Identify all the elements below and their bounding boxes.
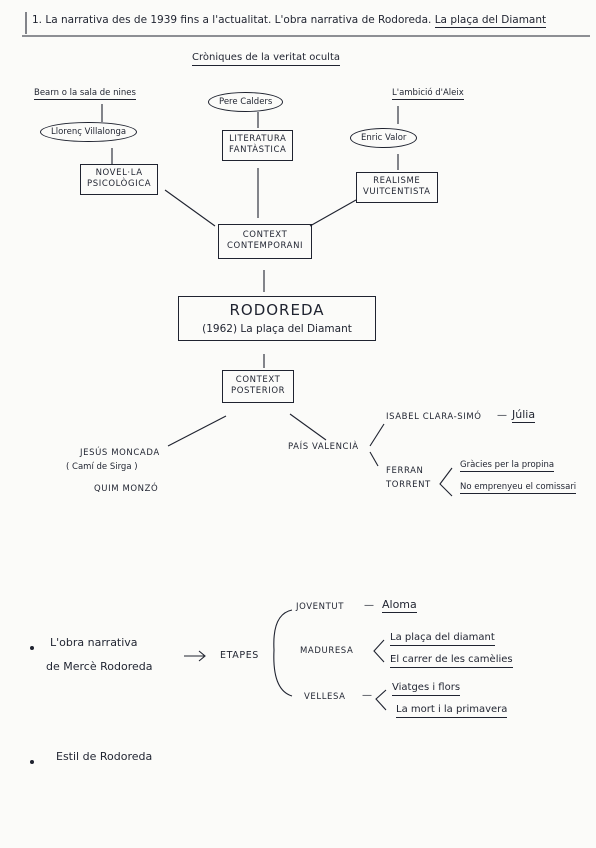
rodoreda-name: RODOREDA bbox=[229, 301, 325, 319]
work-viatges-flors: Viatges i flors bbox=[392, 682, 461, 696]
bullet-estil bbox=[30, 760, 34, 764]
center-box-line2: FANTÀSTICA bbox=[229, 145, 287, 156]
right-box-line2: VUITCENTISTA bbox=[363, 187, 431, 198]
work-julia: Júlia bbox=[512, 408, 536, 424]
map-heading: Cròniques de la veritat oculta bbox=[192, 52, 340, 66]
author-moncada: JESÚS MONCADA bbox=[80, 448, 160, 458]
left-box-line2: PSICOLÒGICA bbox=[87, 179, 152, 190]
rodoreda-box: RODOREDA (1962) La plaça del Diamant bbox=[178, 296, 376, 341]
line-left-3 bbox=[164, 189, 216, 227]
maduresa-brace bbox=[373, 639, 385, 663]
left-label: Bearn o la sala de nines bbox=[34, 88, 136, 101]
context-contemporani-line2: CONTEMPORANI bbox=[227, 241, 304, 252]
joventut-dash: — bbox=[364, 600, 374, 611]
work-mort-primavera: La mort i la primavera bbox=[396, 704, 508, 718]
etapa-maduresa: MADURESA bbox=[300, 646, 354, 656]
bullet-obra bbox=[30, 646, 34, 650]
work-gracies: Gràcies per la propina bbox=[460, 460, 555, 473]
context-posterior-line2: POSTERIOR bbox=[231, 386, 286, 397]
context-posterior-line1: CONTEXT bbox=[235, 375, 281, 385]
center-box-line1: LITERATURA bbox=[229, 134, 287, 144]
rodoreda-work: (1962) La plaça del Diamant bbox=[202, 323, 352, 335]
work-no-empenyeu: No emprenyeu el comissari bbox=[460, 482, 577, 495]
header-title-underlined: La plaça del Diamant bbox=[434, 14, 547, 28]
line-pv-down bbox=[369, 451, 379, 467]
line-post-left bbox=[167, 415, 227, 447]
work-placa-diamant: La plaça del diamant bbox=[390, 632, 495, 646]
author-torrent: TORRENT bbox=[386, 480, 431, 490]
right-label: L'ambició d'Aleix bbox=[392, 88, 464, 101]
work-cami-de-sirga: ( Camí de Sirga ) bbox=[66, 462, 138, 472]
right-box: REALISME VUITCENTISTA bbox=[356, 172, 438, 203]
etapes-arrow-head bbox=[198, 650, 206, 662]
left-box-line1: NOVEL·LA bbox=[95, 168, 143, 178]
header-title: 1. La narrativa des de 1939 fins a l'act… bbox=[32, 14, 547, 28]
isabel-dash: — bbox=[497, 410, 507, 421]
vellesa-brace bbox=[375, 689, 387, 711]
line-right-3 bbox=[309, 199, 357, 227]
context-contemporani-box: CONTEXT CONTEMPORANI bbox=[218, 224, 313, 259]
right-box-line1: REALISME bbox=[373, 176, 421, 186]
header-title-text: 1. La narrativa des de 1939 fins a l'act… bbox=[32, 14, 432, 26]
center-oval: Pere Calders bbox=[208, 92, 284, 113]
etapes-label: ETAPES bbox=[220, 650, 259, 661]
line-post-right bbox=[289, 413, 327, 441]
torrent-brace bbox=[439, 467, 453, 497]
etapa-vellesa: VELLESA bbox=[304, 692, 346, 702]
obra-line1: L'obra narrativa bbox=[50, 636, 138, 649]
estil-heading: Estil de Rodoreda bbox=[56, 750, 153, 763]
region-pais-valencia: PAÍS VALENCIÀ bbox=[288, 442, 359, 452]
obra-line2: de Mercè Rodoreda bbox=[46, 660, 153, 673]
left-box: NOVEL·LA PSICOLÒGICA bbox=[80, 164, 159, 195]
left-oval: Llorenç Villalonga bbox=[40, 122, 138, 143]
author-isabel: ISABEL CLARA-SIMÓ bbox=[386, 412, 482, 422]
context-posterior-box: CONTEXT POSTERIOR bbox=[222, 370, 295, 403]
author-monzo: QUIM MONZÓ bbox=[94, 484, 159, 494]
etapes-brace bbox=[273, 609, 293, 697]
etapa-joventut: JOVENTUT bbox=[296, 602, 344, 612]
center-box: LITERATURA FANTÀSTICA bbox=[222, 130, 294, 161]
line-pv-up bbox=[369, 423, 385, 447]
right-oval: Enric Valor bbox=[350, 128, 418, 149]
context-contemporani-line1: CONTEXT bbox=[242, 230, 288, 240]
work-carrer-camelies: El carrer de les camèlies bbox=[390, 654, 513, 668]
vellesa-dash: — bbox=[362, 690, 372, 701]
author-ferran: FERRAN bbox=[386, 466, 424, 476]
work-aloma: Aloma bbox=[382, 598, 417, 614]
